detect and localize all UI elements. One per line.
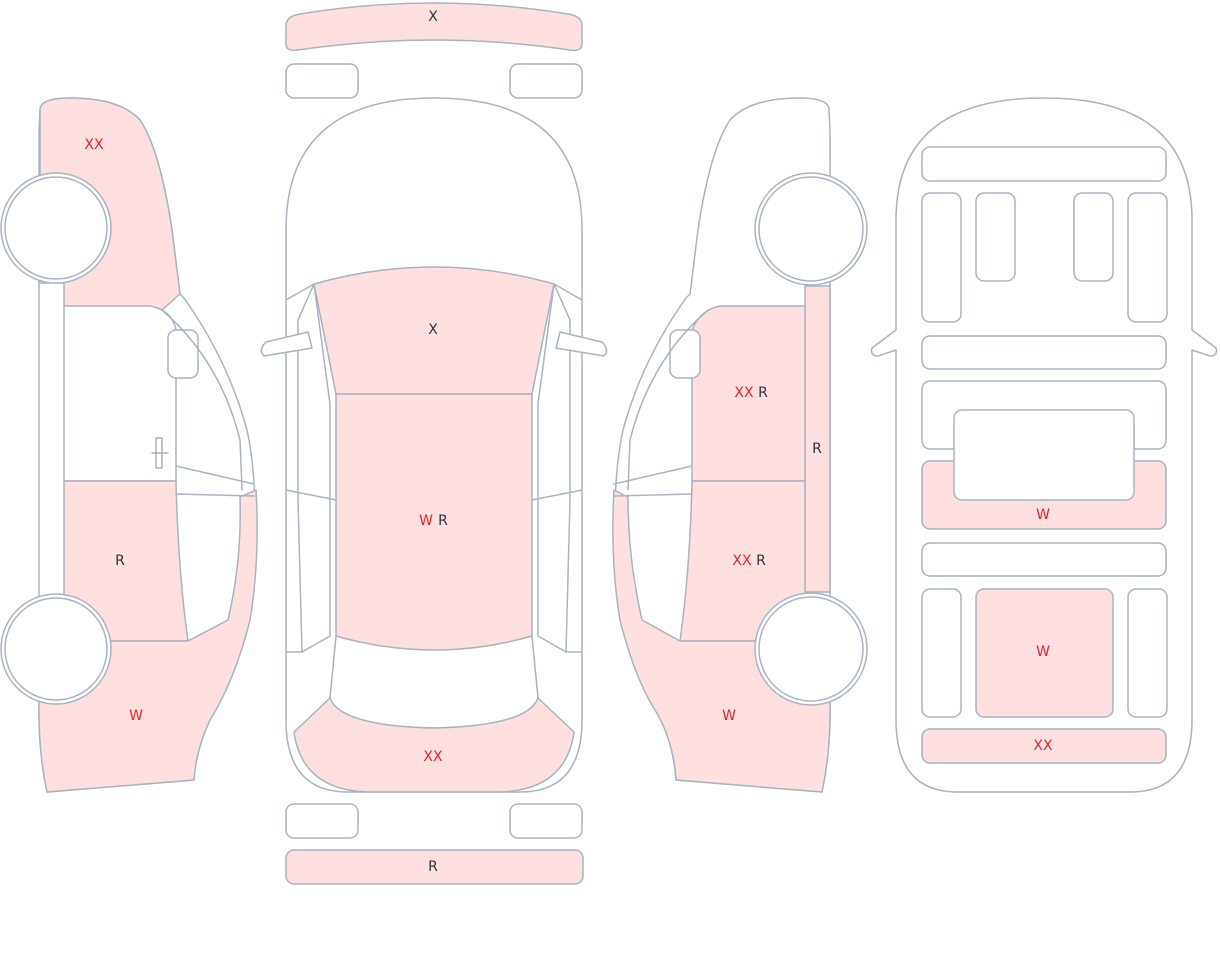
label-right-front-door-xx: XX <box>734 385 754 401</box>
label-right-rocker: R <box>812 441 822 457</box>
rear-left-panel[interactable] <box>921 588 962 718</box>
front-left-tire[interactable] <box>285 63 359 99</box>
rear-left-tire[interactable] <box>285 803 359 839</box>
right-side-mirror[interactable] <box>669 329 701 379</box>
label-roof-r: R <box>438 513 448 529</box>
label-interior-rear-seat: W <box>1036 507 1050 523</box>
right-front-wheel-inner <box>758 176 864 282</box>
label-interior-cargo: W <box>1036 644 1050 660</box>
left-door-handle <box>151 437 169 469</box>
label-rear-bumper: R <box>428 859 438 875</box>
left-mirror-top[interactable] <box>260 331 313 357</box>
cargo-floor[interactable] <box>975 588 1114 718</box>
front-bumper[interactable] <box>285 2 583 52</box>
right-front-door[interactable] <box>691 305 806 482</box>
center-console[interactable] <box>921 335 1167 370</box>
driver-seat[interactable] <box>975 192 1016 282</box>
label-right-rear-door-r: R <box>756 553 766 569</box>
label-left-rear-quarter: W <box>129 708 143 724</box>
front-right-tire[interactable] <box>509 63 583 99</box>
label-right-front-door-r: R <box>758 385 768 401</box>
label-right-rear-door-xx: XX <box>732 553 752 569</box>
left-front-door[interactable] <box>63 305 177 482</box>
label-trunk: XX <box>423 749 443 765</box>
left-rear-wheel-inner <box>4 597 108 701</box>
front-right-door-panel[interactable] <box>1127 192 1168 323</box>
rear-armrest[interactable] <box>953 409 1135 501</box>
left-front-wheel[interactable] <box>0 172 112 284</box>
right-front-wheel[interactable] <box>754 172 868 286</box>
right-mirror-top[interactable] <box>555 331 608 357</box>
rear-trim-panel[interactable] <box>921 728 1167 764</box>
label-front-bumper: X <box>428 9 438 25</box>
front-left-door-panel[interactable] <box>921 192 962 323</box>
right-rear-quarter[interactable] <box>612 489 831 793</box>
right-rear-wheel-inner <box>758 596 864 702</box>
label-right-rear-quarter: W <box>722 708 736 724</box>
rear-right-tire[interactable] <box>509 803 583 839</box>
left-rear-quarter[interactable] <box>38 489 258 793</box>
rear-bumper[interactable] <box>285 849 584 885</box>
left-side-view: XX R W <box>0 97 258 793</box>
label-hood: X <box>428 322 438 338</box>
left-rear-wheel[interactable] <box>0 593 112 705</box>
trunk[interactable] <box>293 697 575 793</box>
rear-right-panel[interactable] <box>1127 588 1168 718</box>
label-interior-rear-panel: XX <box>1033 738 1053 754</box>
right-window-frame <box>613 309 709 497</box>
label-roof-w: W <box>419 513 433 529</box>
left-side-mirror[interactable] <box>167 329 199 379</box>
dashboard[interactable] <box>921 146 1167 182</box>
interior-view: W W XX <box>870 97 1218 793</box>
right-rocker[interactable] <box>804 285 831 593</box>
cargo-divider[interactable] <box>921 542 1167 577</box>
left-window-frame <box>161 309 255 497</box>
right-rear-wheel[interactable] <box>754 592 868 706</box>
label-left-front-fender: XX <box>84 137 104 153</box>
passenger-seat[interactable] <box>1073 192 1114 282</box>
label-left-rear-door: R <box>115 553 125 569</box>
roof[interactable] <box>335 393 533 651</box>
left-front-wheel-inner <box>4 176 108 280</box>
right-side-view: XX R R XX R W <box>612 97 868 793</box>
top-view: X X W R XX R <box>260 2 608 885</box>
top-side-lines <box>285 283 583 653</box>
